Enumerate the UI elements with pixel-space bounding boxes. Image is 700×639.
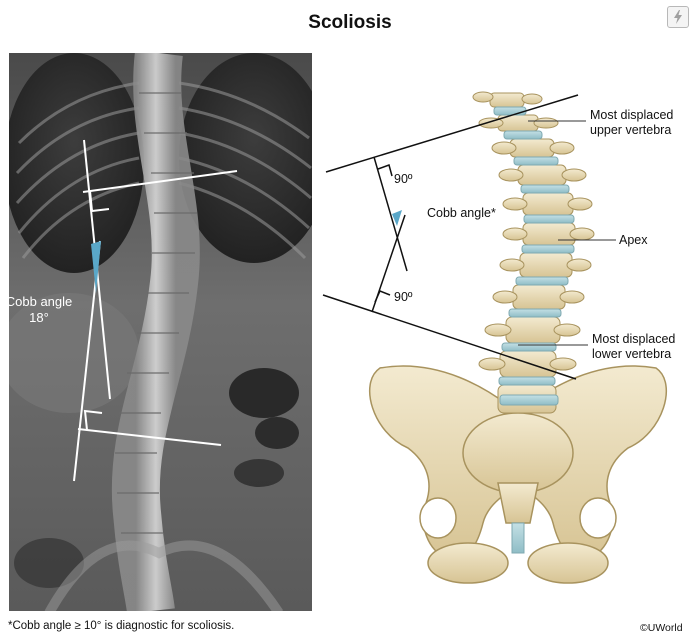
quick-action-button[interactable] [667,6,689,28]
xray-cobb-label-line1: Cobb angle [5,294,73,309]
lower-vertebra-label: Most displaced lower vertebra [592,332,675,362]
xray-image [9,53,312,611]
footnote: *Cobb angle ≥ 10° is diagnostic for scol… [8,620,235,632]
xray-cobb-label: Cobb angle 18° [0,294,78,326]
xray-cobb-label-line2: 18° [29,310,49,325]
lower-vertebra-label-line2: lower vertebra [592,347,672,361]
upper-vertebra-label-line2: upper vertebra [590,123,672,137]
copyright-notice: ©UWorld [640,622,683,634]
cobb-lines [322,94,579,380]
vertebral-column [472,91,595,414]
lower-right-angle-label: 90º [394,290,413,304]
pelvis [369,365,667,584]
page-title: Scoliosis [308,12,392,33]
cobb-angle-label: Cobb angle* [427,206,496,220]
spine-pelvis-diagram [318,53,698,613]
lightning-icon [674,10,682,24]
upper-vertebra-label: Most displaced upper vertebra [590,108,673,138]
upper-right-angle-label: 90º [394,172,413,186]
upper-vertebra-label-line1: Most displaced [590,108,674,122]
lower-vertebra-label-line1: Most displaced [592,332,676,346]
apex-label: Apex [619,233,648,247]
